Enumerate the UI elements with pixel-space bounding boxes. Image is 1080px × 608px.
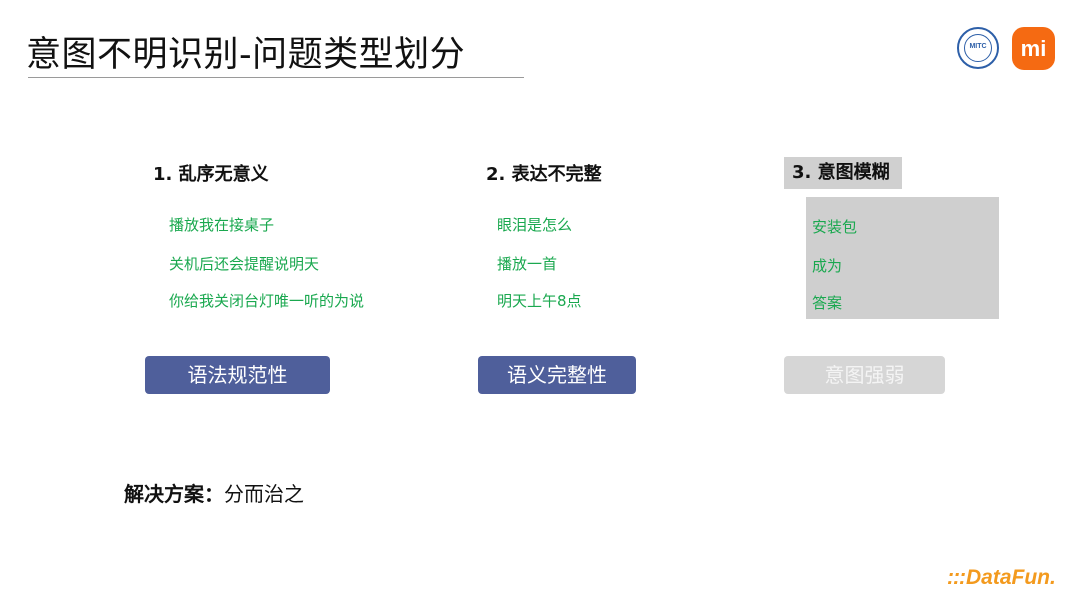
example-item: 明天上午8点	[497, 292, 582, 310]
mitc-logo-text: MITC	[969, 43, 987, 50]
mitc-logo-ring	[964, 34, 992, 62]
solution-label: 解决方案：	[124, 482, 224, 506]
example-item: 答案	[812, 294, 843, 312]
solution-line: 解决方案：分而治之	[124, 478, 304, 507]
title-divider	[28, 77, 524, 78]
column-heading-ambiguous: 3. 意图模糊	[784, 157, 902, 189]
datafun-logo-icon: :::DataFun.	[947, 566, 1056, 590]
column-heading-disordered: 1. 乱序无意义	[153, 164, 269, 185]
example-item: 安装包	[812, 218, 858, 236]
mitc-logo-icon: MITC	[957, 27, 999, 69]
highlight-panel	[806, 197, 999, 319]
category-button-intent-strength[interactable]: 意图强弱	[784, 356, 945, 394]
datafun-wordmark: DataFun.	[965, 566, 1056, 589]
category-button-semantics[interactable]: 语义完整性	[478, 356, 636, 394]
xiaomi-logo-icon: mi	[1012, 27, 1055, 70]
slide-title: 意图不明识别-问题类型划分	[26, 35, 466, 75]
category-button-syntax[interactable]: 语法规范性	[145, 356, 330, 394]
solution-text: 分而治之	[224, 482, 304, 506]
example-item: 关机后还会提醒说明天	[169, 255, 320, 273]
datafun-dots: :::	[947, 566, 966, 589]
example-item: 播放一首	[497, 255, 558, 273]
example-item: 你给我关闭台灯唯一听的为说	[169, 292, 365, 310]
example-item: 播放我在接桌子	[169, 216, 275, 234]
column-heading-incomplete: 2. 表达不完整	[486, 164, 602, 185]
example-item: 成为	[812, 257, 843, 275]
example-item: 眼泪是怎么	[497, 216, 573, 234]
